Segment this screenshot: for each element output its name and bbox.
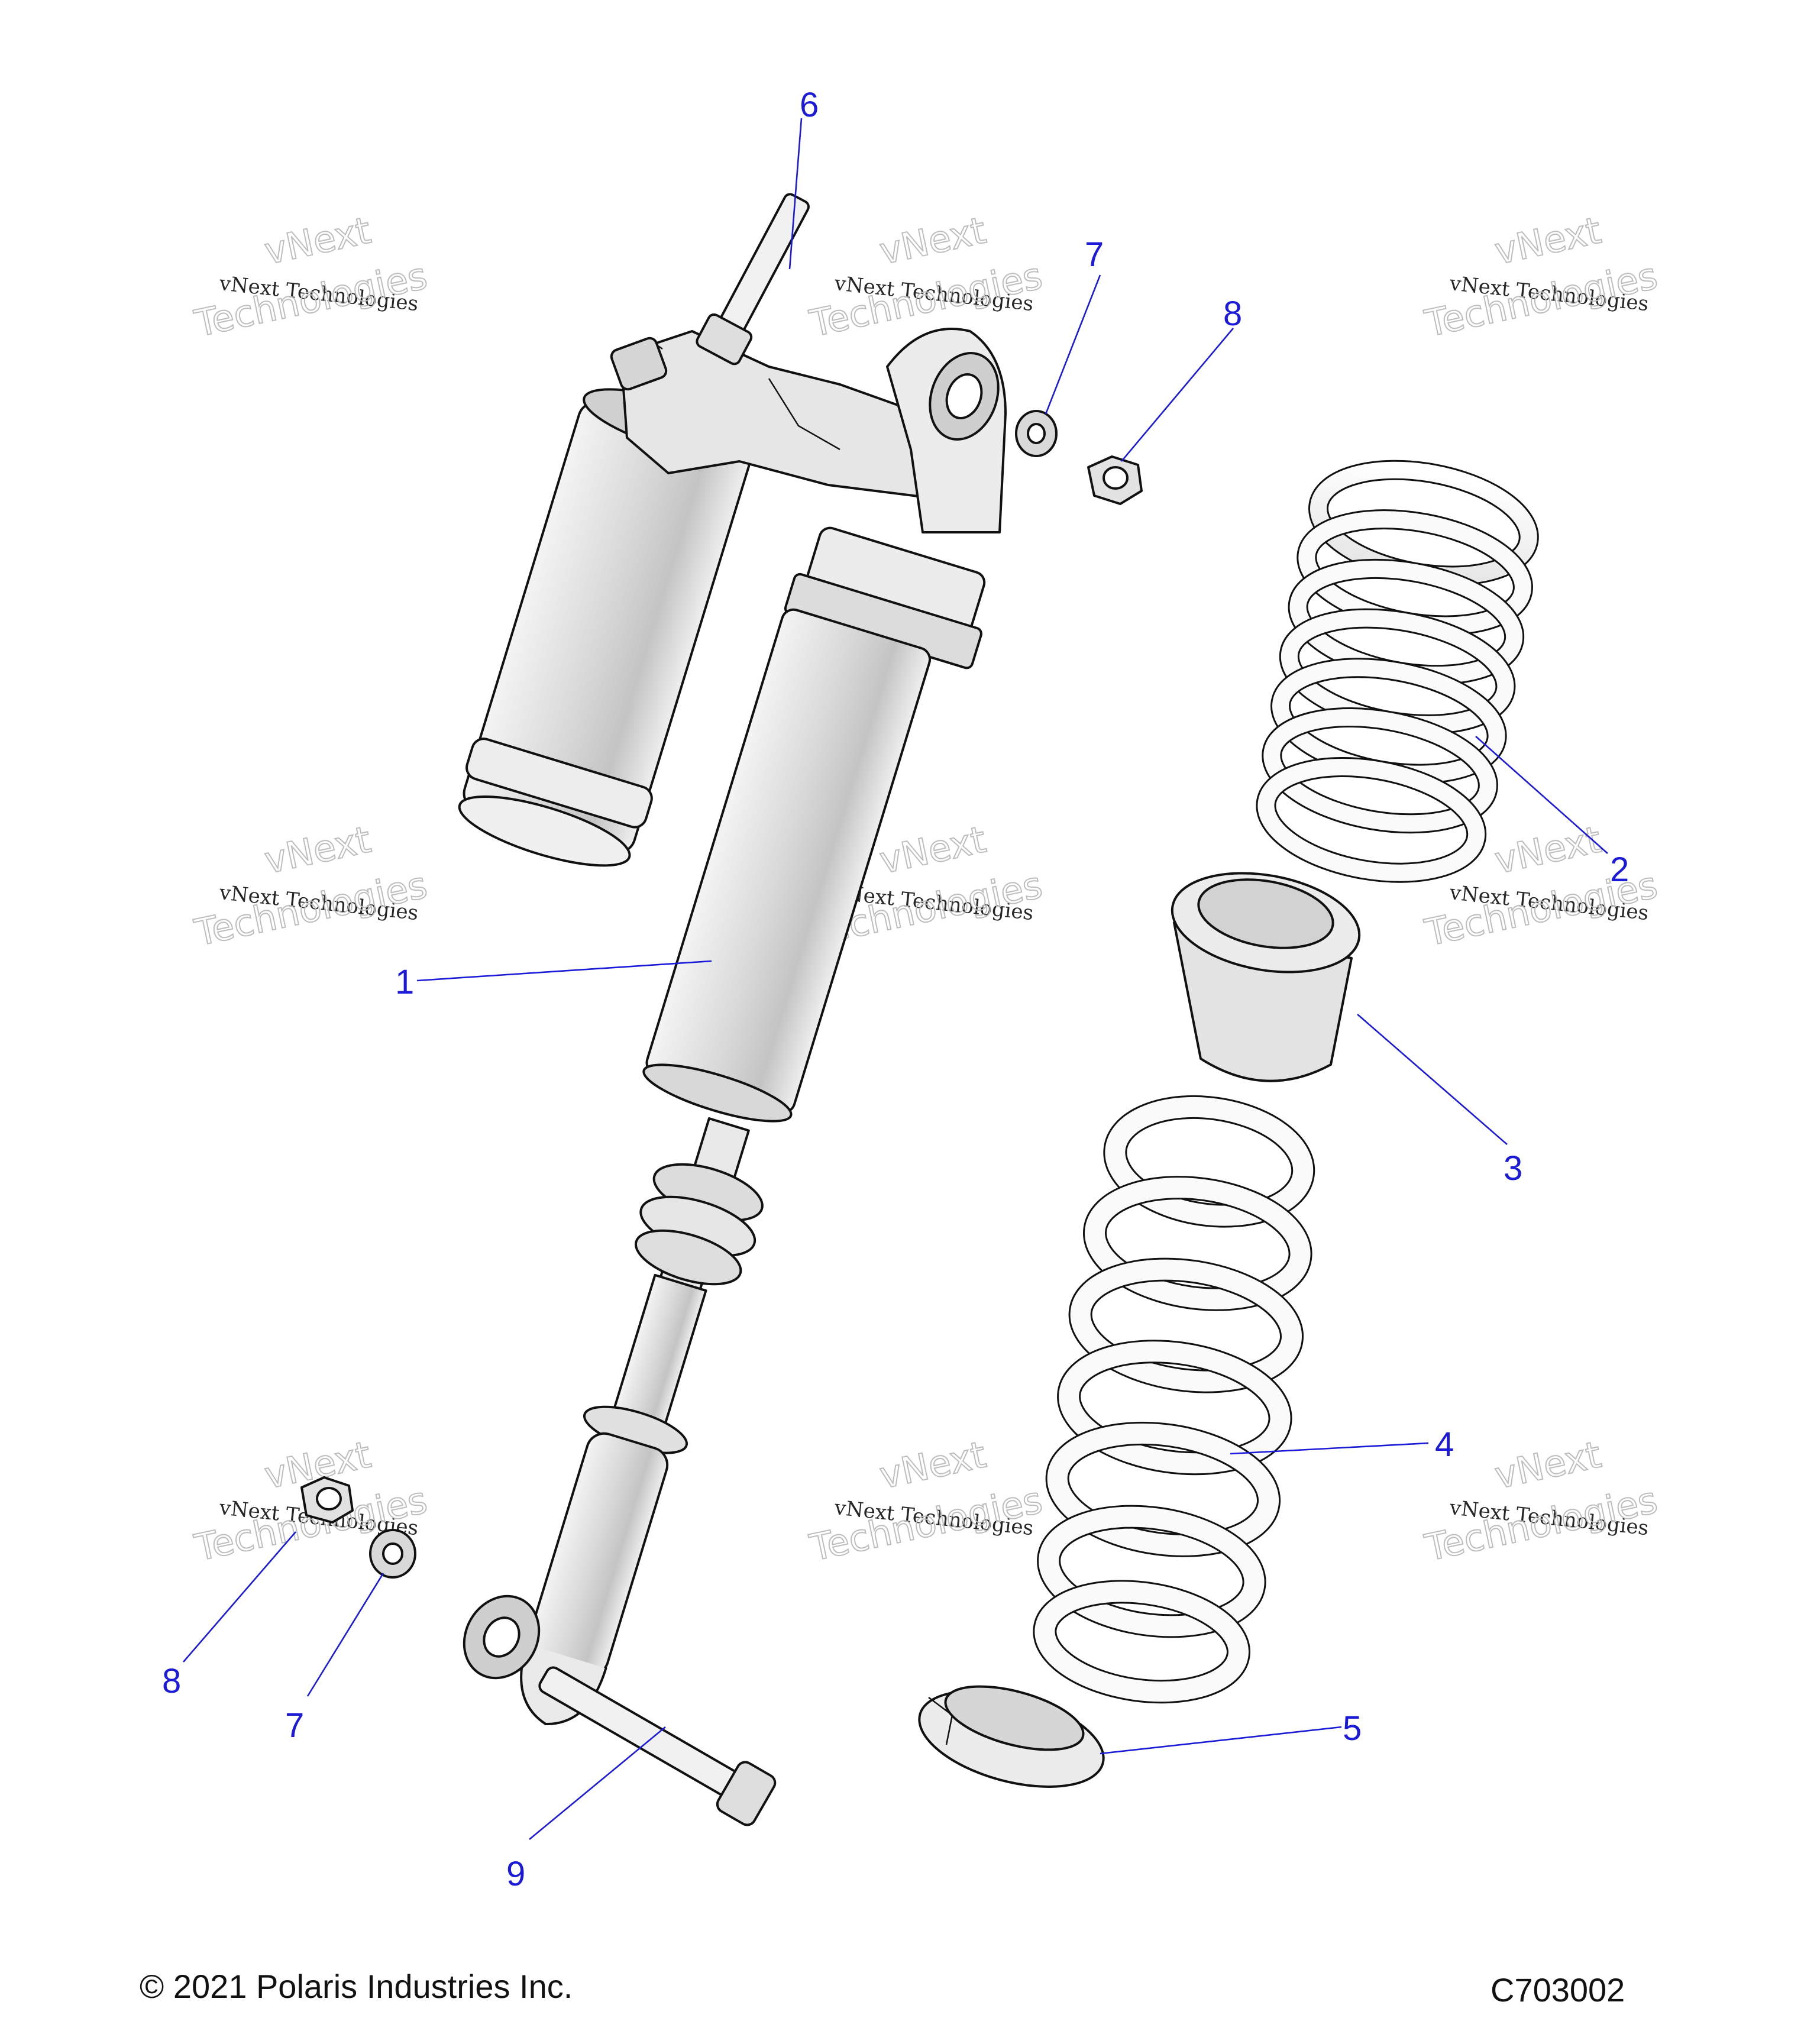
upper-bolt: [696, 193, 810, 366]
callout-8a: 8: [1223, 295, 1242, 333]
spring-adapter: [1171, 872, 1361, 1082]
callout-6: 6: [800, 86, 819, 124]
lower-washer: [369, 1529, 416, 1579]
callout-7b: 7: [285, 1706, 304, 1745]
watermark-vnext: vNext: [261, 817, 374, 882]
watermark-vnext: vNext: [876, 208, 990, 273]
spring-seat: [918, 1685, 1105, 1788]
watermark-technologies: Technologies: [1421, 254, 1661, 345]
watermark-vnext: vNext: [876, 1432, 990, 1497]
leader-9: [529, 1726, 666, 1841]
watermark-2: vNext vNext Technologies Technologies: [806, 208, 1047, 345]
watermark-3: vNext vNext Technologies Technologies: [1421, 208, 1662, 345]
callout-1: 1: [395, 963, 414, 1001]
upper-spring: [1256, 460, 1539, 883]
leader-8a: [1121, 328, 1234, 462]
leader-5: [1100, 1726, 1342, 1755]
leader-4: [1230, 1442, 1429, 1455]
shock-shaft: [520, 1117, 764, 1725]
callout-3: 3: [1504, 1149, 1522, 1188]
watermark-technologies: Technologies: [806, 254, 1046, 345]
lower-nut: [300, 1476, 354, 1524]
upper-nut: [1087, 455, 1143, 505]
diagram-code: C703002: [1491, 1971, 1625, 2009]
watermark-4: vNext vNext Technologies Technologies: [190, 817, 432, 955]
watermark-9: vNext vNext Technologies Technologies: [1421, 1432, 1662, 1570]
leader-lines: [183, 118, 1608, 1841]
watermark-technologies: Technologies: [191, 863, 431, 954]
shock-top-cap: [610, 328, 1007, 533]
copyright-notice: © 2021 Polaris Industries Inc.: [140, 1968, 573, 2005]
leader-7a: [1045, 274, 1101, 415]
lower-bolt: [538, 1666, 777, 1826]
callout-9: 9: [506, 1855, 525, 1893]
leader-2: [1475, 736, 1608, 854]
shock-absorber: [458, 328, 1007, 1725]
leader-7b: [306, 1573, 384, 1697]
lower-eye: [463, 1595, 541, 1680]
watermark-vnext: vNext: [1491, 1432, 1605, 1497]
callout-5: 5: [1343, 1709, 1362, 1748]
watermark-vnext: vNext: [1491, 817, 1605, 882]
callout-2: 2: [1610, 850, 1629, 889]
leader-3: [1357, 1014, 1508, 1145]
watermark-8: vNext vNext Technologies Technologies: [806, 1432, 1047, 1570]
callout-7a: 7: [1085, 235, 1104, 274]
lower-spring: [1033, 1095, 1315, 1704]
watermark-technologies: Technologies: [1421, 1478, 1661, 1569]
callout-4: 4: [1435, 1425, 1454, 1464]
callout-8b: 8: [162, 1662, 181, 1700]
callouts: 1 2 3 4 5 6 7 8 8 7 9: [162, 86, 1629, 1893]
leader-8b: [183, 1531, 296, 1663]
upper-washer: [1015, 410, 1058, 457]
watermark-vnext: vNext: [876, 817, 990, 882]
leader-1: [416, 960, 712, 982]
watermark-vnext: vNext: [261, 208, 374, 273]
leader-6: [788, 118, 803, 270]
watermark-vnext: vNext: [1491, 208, 1605, 273]
shock-main-body: [642, 526, 986, 1123]
watermark-1: vNext vNext Technologies Technologies: [190, 208, 432, 345]
watermark-technologies: Technologies: [806, 1478, 1046, 1569]
watermark-technologies: Technologies: [191, 254, 431, 345]
